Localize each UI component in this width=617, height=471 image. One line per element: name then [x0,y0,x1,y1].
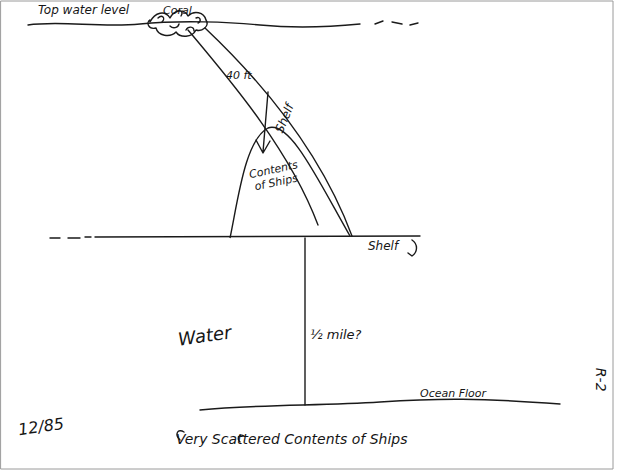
water-surface-ticks [375,21,418,25]
depth-arrow [256,92,270,153]
sketch-note: Shelf [273,102,297,135]
sketch-note: Ocean Floor [420,388,486,400]
sketch-note: Shelf [368,240,398,253]
sketch-note: 40 ft [226,70,252,82]
shelf-slope-line [205,28,352,236]
water-surface-line [28,22,360,27]
ship-contents-mound: Contents of Ships [226,122,354,240]
shelf-hook [408,240,417,256]
depth-line [304,238,305,405]
shelf-slope-line [188,30,318,225]
ocean-floor-line [200,399,560,410]
sketch-note: R-2 [592,368,607,392]
sketch-note: Very Scattered Contents of Ships [176,432,408,447]
shelf-level-line [50,236,420,238]
sketch-note: ½ mile? [310,328,362,342]
mound-label: Contents of Ships [242,158,308,196]
sketch-note: 12/85 [17,415,65,439]
sketch-note: Coral [163,5,192,17]
sketch-note: Top water level [38,4,129,17]
mound-outline-path [230,127,350,238]
sketch-note: Water [177,322,233,349]
